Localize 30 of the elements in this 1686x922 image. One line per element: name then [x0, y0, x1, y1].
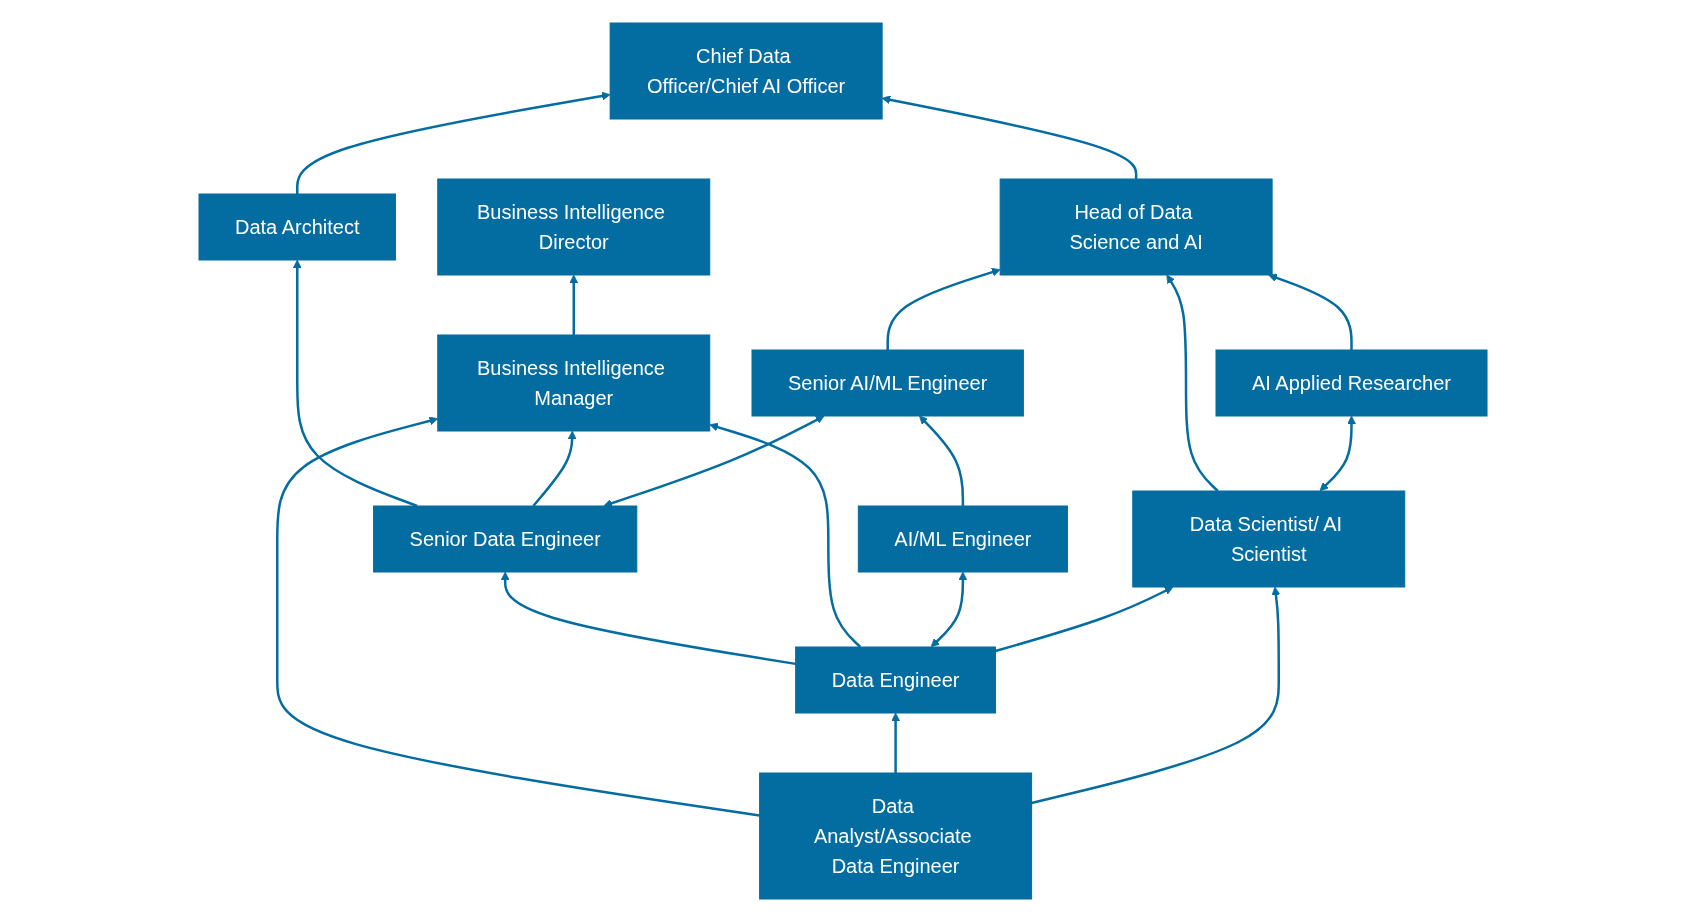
node-box: Chief Data Officer/Chief AI Officer — [609, 22, 883, 120]
arrow — [995, 586, 1174, 653]
arrow — [569, 274, 579, 335]
arrow — [532, 430, 577, 507]
arrow — [292, 259, 418, 508]
arrow — [276, 416, 760, 817]
node-box: Business Intelligence Director — [437, 178, 711, 276]
node-box: Data Scientist/ AI Scientist — [1132, 490, 1406, 588]
node-box: Business Intelligence Manager — [437, 334, 711, 432]
arrow — [709, 422, 862, 648]
arrow — [1031, 586, 1281, 805]
arrow — [881, 95, 1138, 179]
arrow — [603, 415, 825, 508]
arrow — [930, 571, 968, 648]
node-box: Senior AI/ML Engineer — [751, 349, 1024, 417]
node-box: Data Engineer — [795, 646, 996, 714]
node-box: Data Analyst/Associate Data Engineer — [759, 772, 1033, 900]
arrow — [919, 415, 965, 506]
arrow — [891, 712, 900, 773]
arrow — [886, 267, 1001, 350]
node-box: AI/ML Engineer — [857, 505, 1068, 573]
node-box: Senior Data Engineer — [373, 505, 638, 573]
node-box: Head of Data Science and AI — [999, 178, 1273, 276]
arrow — [1319, 415, 1356, 492]
arrow — [296, 91, 611, 194]
arrow — [1268, 273, 1353, 350]
arrow — [500, 571, 796, 666]
arrow — [1166, 274, 1219, 492]
node-box: AI Applied Researcher — [1215, 349, 1488, 417]
node-box: Data Architect — [198, 193, 396, 261]
